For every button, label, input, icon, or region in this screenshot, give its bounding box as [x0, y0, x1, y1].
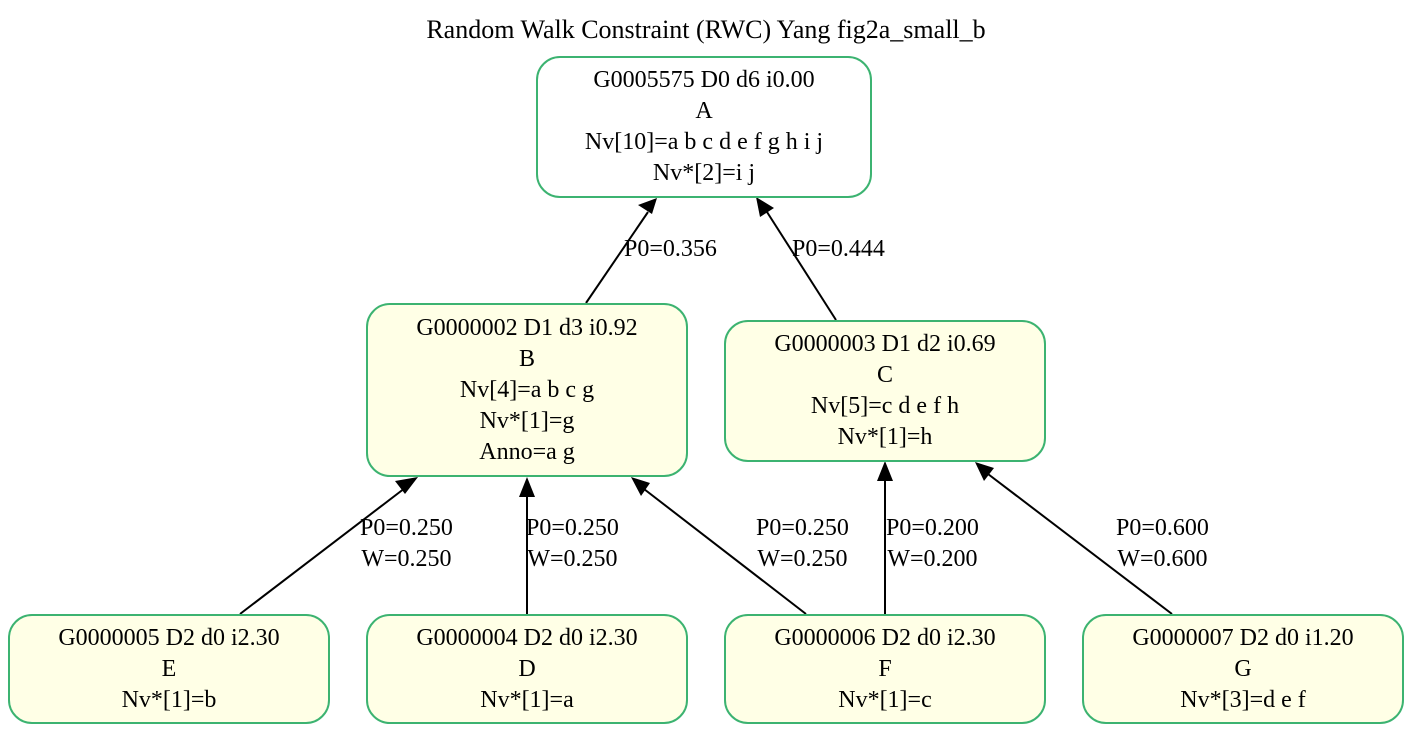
node-e: G0000005 D2 d0 i2.30 E Nv*[1]=b: [8, 614, 330, 724]
node-a-name: A: [695, 98, 713, 124]
arrowhead-g-c: [975, 462, 994, 481]
node-a-id: G0005575 D0 d6 i0.00: [593, 67, 815, 93]
node-e-nvstar: Nv*[1]=b: [121, 686, 217, 713]
edge-label-d-b-w: W=0.250: [527, 546, 618, 572]
edge-label-e-b: P0=0.250 W=0.250: [360, 513, 453, 575]
edge-label-g-c-p0: P0=0.600: [1116, 515, 1209, 541]
node-d-id: G0000004 D2 d0 i2.30: [416, 624, 638, 651]
node-b-id: G0000002 D1 d3 i0.92: [416, 314, 638, 341]
node-g-id: G0000007 D2 d0 i1.20: [1132, 624, 1354, 651]
arrowhead-b-a: [638, 198, 657, 214]
node-f-id: G0000006 D2 d0 i2.30: [774, 624, 996, 651]
edge-label-g-c: P0=0.600 W=0.600: [1116, 513, 1209, 575]
node-f-nvstar: Nv*[1]=c: [838, 686, 932, 713]
node-b-anno: Anno=a g: [479, 438, 575, 465]
edge-c-a: [766, 211, 837, 321]
edge-label-g-c-w: W=0.600: [1117, 546, 1208, 572]
edge-label-f-b-w: W=0.250: [757, 546, 848, 572]
diagram-title: Random Walk Constraint (RWC) Yang fig2a_…: [426, 15, 986, 44]
node-c: G0000003 D1 d2 i0.69 C Nv[5]=c d e f h N…: [724, 320, 1046, 462]
arrowhead-f-b: [631, 477, 650, 496]
node-c-name: C: [876, 362, 893, 388]
node-g: G0000007 D2 d0 i1.20 G Nv*[3]=d e f: [1082, 614, 1404, 724]
arrowhead-d-b: [519, 477, 535, 497]
node-e-id: G0000005 D2 d0 i2.30: [58, 624, 280, 651]
edge-label-c-a-p0: P0=0.444: [792, 236, 885, 262]
node-f-name: F: [878, 655, 892, 682]
node-d: G0000004 D2 d0 i2.30 D Nv*[1]=a: [366, 614, 688, 724]
node-d-name: D: [518, 655, 536, 682]
edge-label-e-b-w: W=0.250: [361, 546, 452, 572]
edge-label-f-b: P0=0.250 W=0.250: [756, 513, 849, 575]
edge-g-c: [987, 473, 1173, 615]
edge-label-d-b-p0: P0=0.250: [526, 515, 619, 541]
node-b-nv: Nv[4]=a b c g: [459, 376, 595, 403]
node-a: G0005575 D0 d6 i0.00 A Nv[10]=a b c d e …: [536, 56, 872, 198]
node-c-id: G0000003 D1 d2 i0.69: [774, 331, 996, 357]
node-f: G0000006 D2 d0 i2.30 F Nv*[1]=c: [724, 614, 1046, 724]
node-c-nv: Nv[5]=c d e f h: [810, 393, 960, 419]
edge-label-e-b-p0: P0=0.250: [360, 515, 453, 541]
node-c-nvstar: Nv*[1]=h: [837, 424, 933, 450]
node-b-name: B: [518, 345, 535, 372]
node-g-nvstar: Nv*[3]=d e f: [1180, 686, 1306, 713]
arrowhead-e-b: [395, 477, 418, 494]
node-a-nvstar: Nv*[2]=i j: [652, 160, 756, 186]
edge-label-f-c: P0=0.200 W=0.200: [886, 513, 979, 575]
edge-label-f-b-p0: P0=0.250: [756, 515, 849, 541]
node-g-name: G: [1234, 655, 1252, 682]
node-b-nvstar: Nv*[1]=g: [479, 407, 575, 434]
edge-e-b: [239, 487, 406, 615]
arrowhead-f-c: [877, 461, 893, 481]
edge-label-f-c-w: W=0.200: [887, 546, 978, 572]
edge-label-d-b: P0=0.250 W=0.250: [526, 513, 619, 575]
node-a-nv: Nv[10]=a b c d e f g h i j: [584, 129, 824, 155]
edge-label-c-a: P0=0.444: [792, 234, 885, 265]
node-d-nvstar: Nv*[1]=a: [480, 686, 574, 713]
edge-label-b-a: P0=0.356: [624, 234, 717, 265]
edge-label-f-c-p0: P0=0.200: [886, 515, 979, 541]
edge-label-b-a-p0: P0=0.356: [624, 236, 717, 262]
node-e-name: E: [161, 655, 177, 682]
edge-b-a: [585, 211, 649, 304]
arrowhead-c-a: [756, 197, 774, 217]
node-b: G0000002 D1 d3 i0.92 B Nv[4]=a b c g Nv*…: [366, 303, 688, 477]
edge-f-b: [643, 488, 807, 615]
